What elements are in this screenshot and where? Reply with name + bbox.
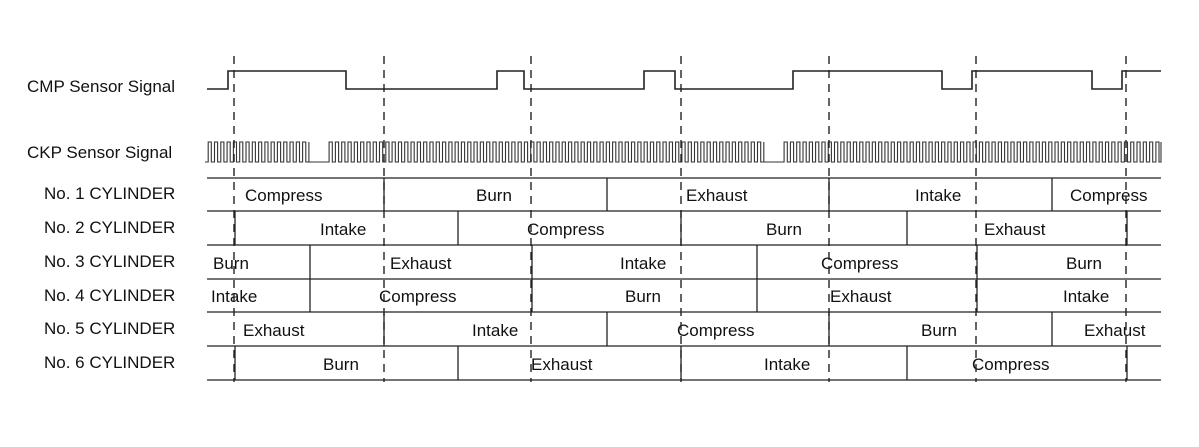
cylinder-3-label: No. 3 CYLINDER (44, 252, 175, 271)
cylinder-1-phase-compress: Compress (245, 186, 322, 205)
cylinder-3-phase-exhaust: Exhaust (390, 254, 452, 273)
cylinder-4-phase-exhaust: Exhaust (830, 287, 892, 306)
ckp-waveform (205, 141, 1162, 163)
cylinder-2-label: No. 2 CYLINDER (44, 218, 175, 237)
cylinder-3-phase-burn: Burn (1066, 254, 1102, 273)
cylinder-4-label: No. 4 CYLINDER (44, 286, 175, 305)
cylinder-2-phase-exhaust: Exhaust (984, 220, 1046, 239)
cylinder-4-phase-compress: Compress (379, 287, 456, 306)
cylinder-1-phase-burn: Burn (476, 186, 512, 205)
cylinder-6-phase-exhaust: Exhaust (531, 355, 593, 374)
cylinder-5-label: No. 5 CYLINDER (44, 319, 175, 338)
cylinder-5-phase-intake: Intake (472, 321, 518, 340)
cylinder-1-phase-intake: Intake (915, 186, 961, 205)
cylinder-6-label: No. 6 CYLINDER (44, 353, 175, 372)
cylinder-1-phase-compress: Compress (1070, 186, 1147, 205)
ckp-signal-label: CKP Sensor Signal (27, 143, 172, 162)
cylinder-3-phase-compress: Compress (821, 254, 898, 273)
cylinder-3-phase-burn: Burn (213, 254, 249, 273)
cylinder-2-phase-intake: Intake (320, 220, 366, 239)
cmp-waveform (207, 70, 1161, 90)
cylinder-6-phase-compress: Compress (972, 355, 1049, 374)
cylinder-4-phase-intake: Intake (1063, 287, 1109, 306)
cylinder-5-phase-burn: Burn (921, 321, 957, 340)
cylinder-3-phase-intake: Intake (620, 254, 666, 273)
cylinder-5-phase-compress: Compress (677, 321, 754, 340)
cylinder-2-phase-compress: Compress (527, 220, 604, 239)
cylinder-4-phase-burn: Burn (625, 287, 661, 306)
sync-lines (233, 56, 1127, 382)
cylinder-6-phase-intake: Intake (764, 355, 810, 374)
cylinder-1-label: No. 1 CYLINDER (44, 184, 175, 203)
cylinder-1-phase-exhaust: Exhaust (686, 186, 748, 205)
cmp-signal-label: CMP Sensor Signal (27, 77, 175, 96)
cylinder-5-phase-exhaust: Exhaust (1084, 321, 1146, 340)
cylinder-5-phase-exhaust: Exhaust (243, 321, 305, 340)
cylinder-2-phase-burn: Burn (766, 220, 802, 239)
cylinder-6-phase-burn: Burn (323, 355, 359, 374)
